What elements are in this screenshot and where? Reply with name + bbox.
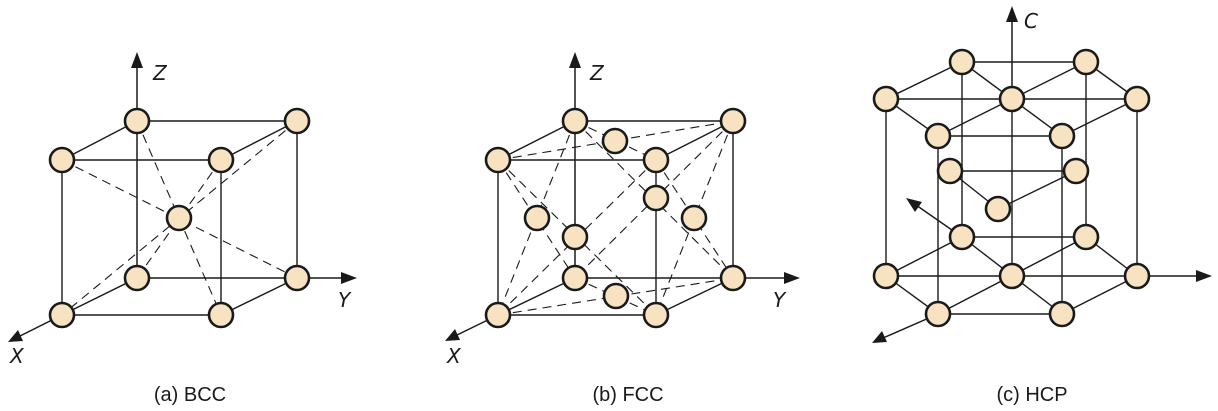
- bcc-axes: [8, 52, 357, 342]
- hcp-top-center-atom: [998, 85, 1026, 113]
- fcc-corner-atom: [719, 264, 747, 292]
- hcp-axes: [872, 6, 1212, 343]
- bcc-corner-atom: [207, 146, 235, 174]
- hcp-c-label: C: [1024, 9, 1038, 33]
- bcc-corner-atom: [48, 301, 76, 329]
- fcc-corner-atom: [561, 264, 589, 292]
- fcc-corner-atom: [642, 146, 670, 174]
- bcc-x-arrowhead: [8, 330, 23, 342]
- hcp-top-atom: [948, 48, 976, 76]
- hcp-a1-arrowhead: [1196, 270, 1212, 282]
- hcp-middle-atom: [936, 157, 964, 185]
- bcc-cube-edges: [61, 120, 298, 316]
- fcc-z-label: Z: [589, 61, 605, 85]
- bcc-z-arrowhead: [131, 52, 143, 68]
- bcc-corner-atom: [283, 107, 311, 135]
- bcc-center-atom: [165, 204, 193, 232]
- bcc-z-label: Z: [152, 61, 168, 85]
- fcc-corner-atom: [484, 146, 512, 174]
- fcc-corner-atom: [719, 107, 747, 135]
- bcc-panel: Z Y X (a) BCC: [8, 52, 357, 406]
- hcp-top-atom: [1048, 122, 1076, 150]
- bcc-corner-atom: [123, 264, 151, 292]
- hcp-top-atom: [924, 122, 952, 150]
- fcc-face-atom: [523, 204, 551, 232]
- bcc-x-label: X: [9, 344, 25, 368]
- fcc-cube-edges: [497, 120, 734, 316]
- fcc-atoms: [484, 107, 747, 329]
- hcp-vertical-edges: [885, 62, 1138, 314]
- bcc-caption: (a) BCC: [154, 384, 226, 406]
- hcp-panel: C (c) HCP: [872, 6, 1212, 406]
- hcp-bottom-atom: [924, 300, 952, 328]
- hcp-middle-layer: [949, 170, 1077, 210]
- hcp-bottom-atom: [948, 223, 976, 251]
- fcc-corner-atom: [561, 107, 589, 135]
- hcp-a2-arrowhead: [872, 331, 887, 343]
- fcc-x-arrowhead: [445, 329, 460, 341]
- bcc-y-label: Y: [338, 288, 352, 312]
- hcp-middle-atom: [984, 195, 1012, 223]
- bcc-atoms: [48, 107, 311, 329]
- hcp-caption: (c) HCP: [996, 384, 1067, 406]
- hcp-atoms: [872, 48, 1151, 328]
- hcp-middle-atom: [1062, 157, 1090, 185]
- fcc-corner-atom: [484, 301, 512, 329]
- hcp-bottom-atom: [872, 262, 900, 290]
- fcc-y-arrowhead: [784, 272, 800, 284]
- hcp-top-atom: [1072, 48, 1100, 76]
- bcc-y-arrowhead: [341, 272, 357, 284]
- hcp-top-atom: [1123, 85, 1151, 113]
- fcc-x-label: X: [446, 344, 462, 368]
- fcc-face-atom: [561, 223, 589, 251]
- fcc-face-atom: [642, 184, 670, 212]
- hcp-bottom-atom: [1048, 300, 1076, 328]
- hcp-a3-arrowhead: [906, 198, 922, 212]
- hcp-bottom-center-atom: [998, 262, 1026, 290]
- hcp-bottom-atom: [1123, 262, 1151, 290]
- fcc-z-arrowhead: [569, 52, 581, 68]
- hcp-bottom-atom: [1072, 223, 1100, 251]
- bcc-corner-atom: [48, 146, 76, 174]
- fcc-face-atom: [680, 204, 708, 232]
- hcp-c-arrowhead: [1006, 6, 1018, 22]
- fcc-y-label: Y: [773, 288, 787, 312]
- hcp-top-atom: [872, 85, 900, 113]
- bcc-corner-atom: [283, 264, 311, 292]
- fcc-face-atom: [601, 127, 629, 155]
- bcc-corner-atom: [207, 301, 235, 329]
- fcc-caption: (b) FCC: [592, 384, 663, 406]
- fcc-corner-atom: [642, 301, 670, 329]
- fcc-panel: Z Y X (b) FCC: [445, 52, 800, 406]
- bcc-corner-atom: [123, 107, 151, 135]
- fcc-face-atom: [602, 282, 630, 310]
